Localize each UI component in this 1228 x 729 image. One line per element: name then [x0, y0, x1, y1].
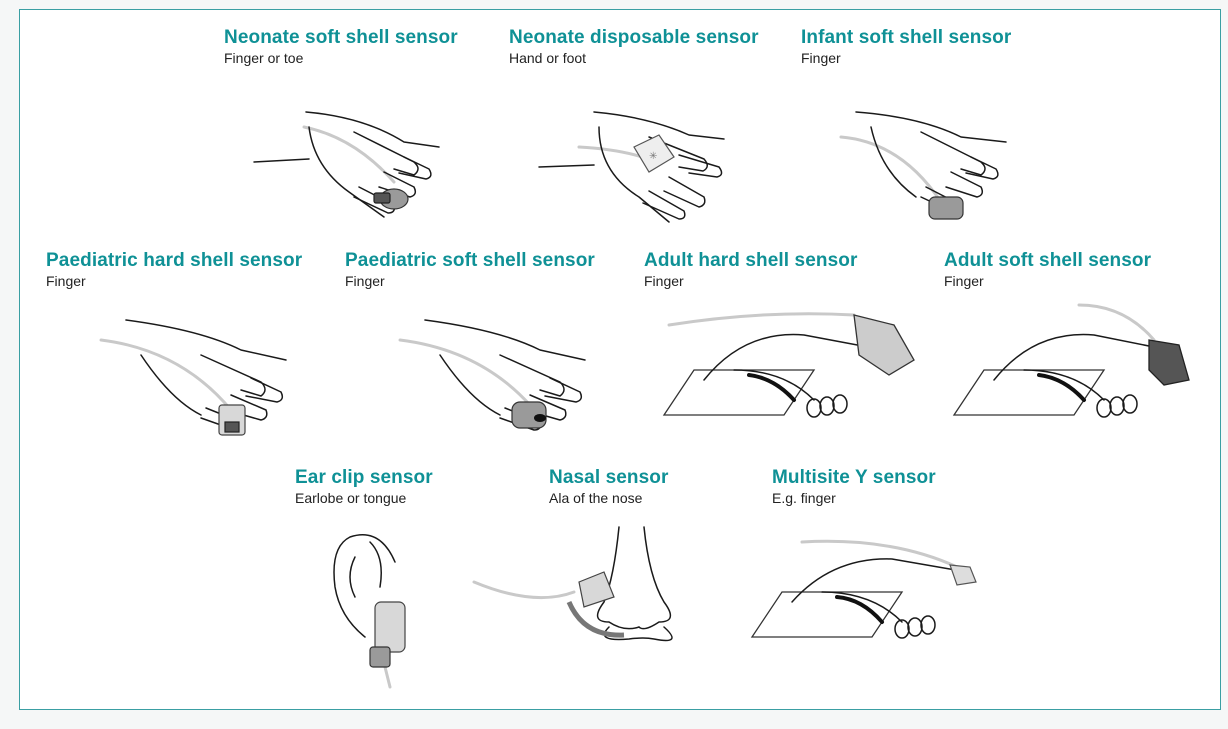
sensor-site: Earlobe or tongue — [295, 490, 406, 506]
hand-finger-clip-illustration — [400, 310, 600, 450]
adult-hand-clip-illustration — [954, 300, 1214, 420]
sensor-site: E.g. finger — [772, 490, 836, 506]
sensor-title: Paediatric soft shell sensor — [345, 250, 595, 272]
svg-text:✳: ✳ — [649, 151, 657, 162]
sensor-site: Ala of the nose — [549, 490, 642, 506]
sensor-title: Neonate soft shell sensor — [224, 27, 458, 49]
nose-clip-illustration — [474, 527, 714, 657]
hand-wrap-band-illustration: ✳ — [539, 87, 739, 227]
sensor-site: Finger — [644, 273, 684, 289]
adult-hand-clip-illustration — [664, 300, 924, 420]
sensor-title: Nasal sensor — [549, 467, 669, 489]
sensor-site: Finger — [801, 50, 841, 66]
ear-clip-illustration — [325, 527, 435, 697]
sensor-types-panel: Neonate soft shell sensor Finger or toe … — [19, 9, 1221, 710]
sensor-site: Finger or toe — [224, 50, 303, 66]
sensor-title: Adult soft shell sensor — [944, 250, 1151, 272]
sensor-title: Ear clip sensor — [295, 467, 433, 489]
sensor-site: Finger — [46, 273, 86, 289]
hand-finger-clip-illustration — [101, 310, 301, 450]
sensor-title: Neonate disposable sensor — [509, 27, 759, 49]
sensor-title: Infant soft shell sensor — [801, 27, 1011, 49]
hand-finger-clip-illustration — [254, 87, 444, 227]
sensor-site: Finger — [944, 273, 984, 289]
sensor-title: Adult hard shell sensor — [644, 250, 857, 272]
adult-hand-clip-illustration — [752, 527, 1002, 647]
sensor-site: Finger — [345, 273, 385, 289]
sensor-title: Multisite Y sensor — [772, 467, 936, 489]
sensor-title: Paediatric hard shell sensor — [46, 250, 302, 272]
sensor-site: Hand or foot — [509, 50, 586, 66]
hand-finger-clip-illustration — [821, 87, 1021, 227]
